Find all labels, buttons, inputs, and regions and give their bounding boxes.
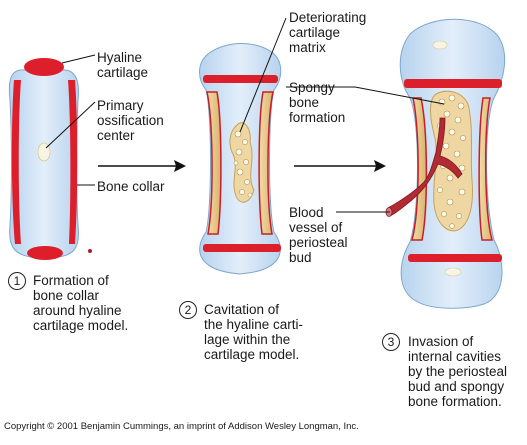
step-2-number: 2 bbox=[179, 301, 197, 319]
hyaline-cartilage-cap bbox=[24, 58, 64, 76]
copyright-notice: Copyright © 2001 Benjamin Cummings, an i… bbox=[4, 421, 359, 432]
step-1-number: 1 bbox=[8, 272, 26, 290]
label-spongy-bone-formation: Spongy bone formation bbox=[289, 80, 346, 125]
label-deteriorating-cartilage-matrix: Deteriorating cartilage matrix bbox=[289, 10, 367, 55]
blood-vessel bbox=[387, 117, 463, 217]
label-bone-collar: Bone collar bbox=[97, 179, 165, 194]
step-1-caption: Formation of bone collar around hyaline … bbox=[33, 273, 129, 333]
stage-2-cartilage-model bbox=[199, 43, 282, 275]
arrow-1-to-2 bbox=[98, 160, 186, 172]
step-2-caption: Cavitation of the hyaline carti- lage wi… bbox=[204, 302, 304, 362]
stage-3-cartilage-model bbox=[385, 18, 506, 309]
arrow-2-to-3 bbox=[294, 160, 386, 172]
bone-collar-left bbox=[11, 80, 21, 244]
stage-1-cartilage-model bbox=[8, 58, 92, 260]
label-primary-ossification-center: Primary ossification center bbox=[97, 98, 164, 143]
step-3-number: 3 bbox=[382, 333, 400, 351]
leader-lines bbox=[45, 17, 445, 213]
label-hyaline-cartilage: Hyaline cartilage bbox=[97, 50, 149, 80]
label-blood-vessel-periosteal-bud: Blood vessel of periosteal bud bbox=[289, 205, 348, 265]
step-3-caption: Invasion of internal cavities by the per… bbox=[408, 334, 508, 409]
